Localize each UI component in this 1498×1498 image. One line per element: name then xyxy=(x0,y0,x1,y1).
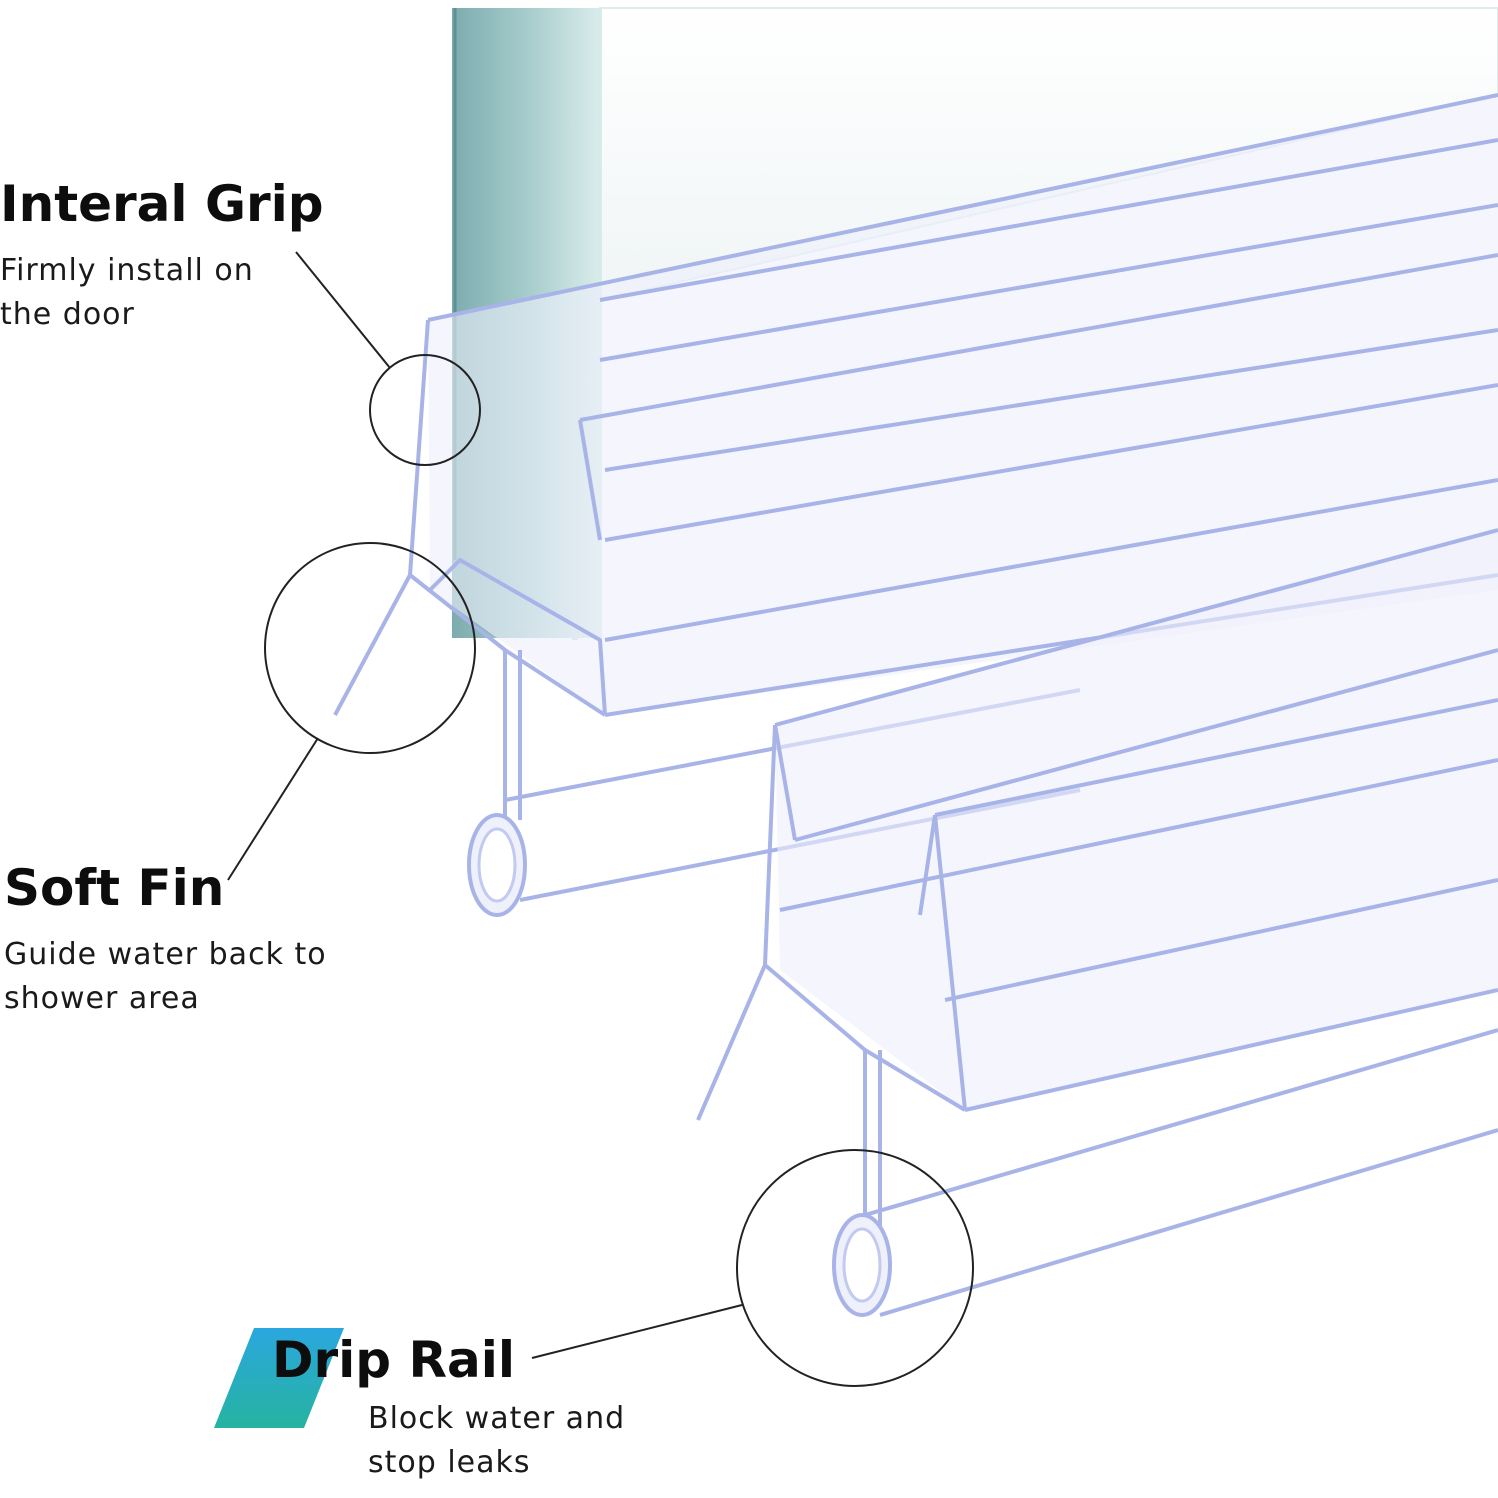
drip-callout-circle xyxy=(736,1149,974,1387)
feature-description-line: Guide water back to xyxy=(4,936,327,972)
feature-interal-grip: Interal Grip Firmly install on the door xyxy=(0,178,324,337)
drip-rail-accent-tab xyxy=(214,1328,344,1428)
feature-description-line: Block water and xyxy=(368,1400,626,1436)
feature-title: Drip Rail xyxy=(272,1331,516,1389)
drip-leader-line xyxy=(531,1304,743,1359)
fin-callout-circle xyxy=(264,542,476,754)
lower-drip-tube xyxy=(832,1213,892,1317)
feature-description-line: stop leaks xyxy=(368,1444,531,1480)
feature-description-line: shower area xyxy=(4,980,200,1016)
feature-drip-rail: Drip Rail Block water and stop leaks xyxy=(272,1334,625,1485)
grip-leader-line xyxy=(295,251,391,369)
feature-soft-fin: Soft Fin Guide water back to shower area xyxy=(4,862,327,1021)
upper-drip-tube xyxy=(467,813,527,917)
lower-seal-strip xyxy=(696,528,1498,1317)
fin-leader-line xyxy=(227,737,319,881)
feature-description-line: the door xyxy=(0,296,135,332)
feature-title: Soft Fin xyxy=(4,859,225,917)
feature-description-line: Firmly install on xyxy=(0,252,254,288)
callout-markers xyxy=(227,251,974,1387)
grip-callout-circle xyxy=(369,354,481,466)
feature-title: Interal Grip xyxy=(0,175,324,233)
